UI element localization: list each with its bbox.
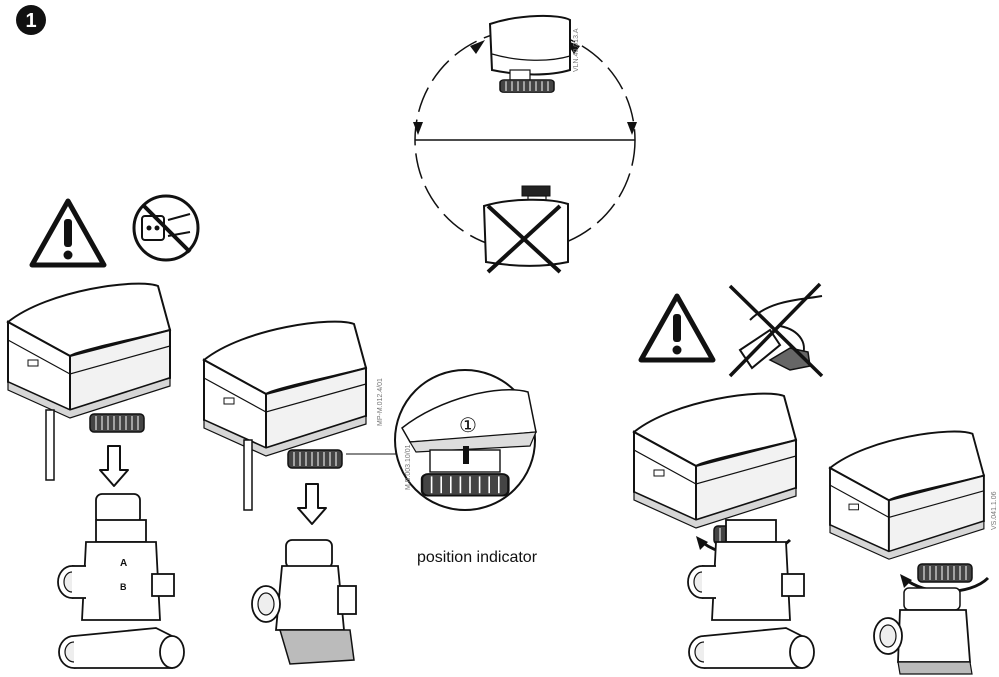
code-detail: M.B.003.10/01 [405, 444, 412, 490]
warning-icon-left [32, 201, 104, 265]
down-arrow-middle [297, 483, 327, 525]
actuator-inverted-forbidden [482, 185, 569, 274]
no-power-icon [132, 194, 200, 262]
down-arrow-left [99, 445, 129, 487]
position-indicator-callout: ① M.B.003.10/01 [346, 369, 537, 511]
valve-mark-a: A [120, 558, 127, 569]
actuator-middle [203, 320, 367, 511]
valve-right-2 [873, 587, 973, 675]
valve-mark-b: B [120, 582, 127, 592]
no-tools-icon [728, 282, 824, 378]
code-right: VS.041.1.06 [991, 491, 998, 530]
indicator-mark: ① [459, 413, 477, 437]
valve-right-1 [687, 519, 815, 669]
step-number: 1 [25, 10, 36, 32]
position-indicator-label: position indicator [417, 549, 538, 566]
arc-arrow-left [470, 40, 485, 54]
valve-left: A B [57, 493, 185, 669]
actuator-right-2 [829, 430, 990, 593]
step-badge: 1 [16, 5, 46, 35]
actuator-left [7, 282, 171, 481]
warning-icon-right [641, 296, 713, 360]
valve-middle [251, 539, 357, 665]
code-middle: MP-M.012.4/01 [377, 378, 384, 426]
mounting-orientation-diagram: VLN.40.013.A [413, 14, 637, 274]
actuator-upright-allowed [488, 14, 571, 94]
code-top: VLN.40.013.A [573, 28, 580, 72]
